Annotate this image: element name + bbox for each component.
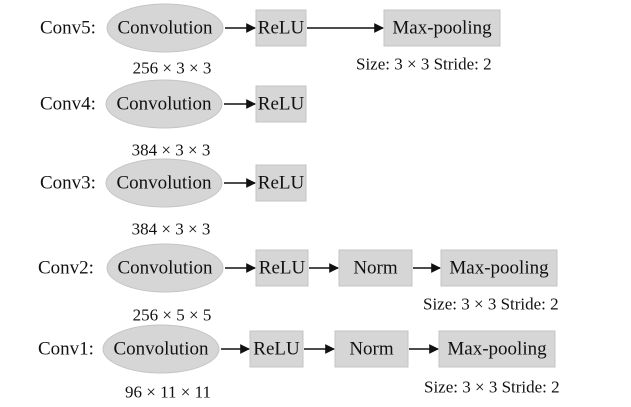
convolution-node — [106, 3, 224, 53]
maxpool-label: Max-pooling — [392, 18, 492, 39]
norm-label: Norm — [349, 339, 394, 360]
convolution-node — [105, 158, 223, 208]
layer-label: Conv5: — [40, 18, 96, 39]
relu-label: ReLU — [259, 258, 306, 279]
layer-row: Conv2: Convolution 256 × 5 × 5 ReLU Norm Max-… — [38, 243, 559, 325]
relu-label: ReLU — [258, 94, 305, 115]
layer-label: Conv3: — [40, 173, 96, 194]
pooling-parameters: Size: 3 × 3 Stride: 2 — [356, 55, 492, 74]
maxpool-node — [440, 249, 558, 287]
kernel-dimensions: 256 × 5 × 5 — [133, 306, 212, 325]
maxpool-node — [383, 9, 501, 47]
norm-node — [334, 330, 409, 368]
relu-node — [255, 249, 309, 287]
pooling-parameters: Size: 3 × 3 Stride: 2 — [423, 295, 559, 314]
maxpool-label: Max-pooling — [449, 258, 549, 279]
layer-row: Conv5: Convolution 256 × 3 × 3 ReLU Max-pool… — [40, 3, 501, 78]
kernel-dimensions: 256 × 3 × 3 — [133, 59, 212, 78]
relu-node — [249, 330, 304, 368]
relu-label: ReLU — [258, 173, 305, 194]
convolution-label: Convolution — [116, 173, 212, 194]
layer-label: Conv4: — [40, 94, 96, 115]
kernel-dimensions: 96 × 11 × 11 — [125, 383, 211, 402]
convolution-label: Convolution — [117, 18, 213, 39]
relu-node — [255, 85, 307, 123]
norm-node — [338, 249, 413, 287]
layer-label: Conv1: — [38, 339, 94, 360]
pooling-parameters: Size: 3 × 3 Stride: 2 — [424, 378, 560, 397]
layer-row: Conv3: Convolution 384 × 3 × 3 ReLU — [40, 158, 307, 239]
layers-group: Conv5: Convolution 256 × 3 × 3 ReLU Max-pool… — [38, 3, 560, 402]
relu-label: ReLU — [258, 18, 305, 39]
convolution-node — [106, 243, 224, 293]
layer-label: Conv2: — [38, 258, 94, 279]
relu-node — [255, 164, 307, 202]
maxpool-node — [438, 330, 556, 368]
convolution-label: Convolution — [117, 258, 213, 279]
kernel-dimensions: 384 × 3 × 3 — [132, 141, 211, 160]
relu-node — [255, 9, 307, 47]
maxpool-label: Max-pooling — [447, 339, 547, 360]
relu-label: ReLU — [253, 339, 300, 360]
layer-row: Conv4: Convolution 384 × 3 × 3 ReLU — [40, 79, 307, 160]
layer-row: Conv1: Convolution 96 × 11 × 11 ReLU Norm Max… — [38, 324, 560, 402]
convolution-node — [102, 324, 220, 374]
kernel-dimensions: 384 × 3 × 3 — [132, 220, 211, 239]
convolution-node — [105, 79, 223, 129]
convolution-label: Convolution — [116, 94, 212, 115]
convolution-label: Convolution — [113, 339, 209, 360]
norm-label: Norm — [353, 258, 398, 279]
